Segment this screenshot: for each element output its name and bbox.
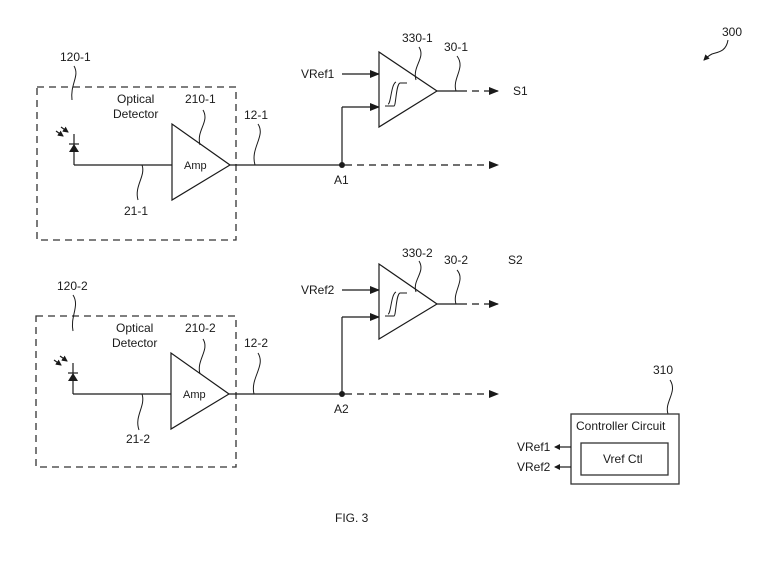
- comp-out-ref-leader: [454, 269, 461, 305]
- photodiode-icon: [53, 355, 78, 394]
- channel-1: 120-1 Optical Detector 21-1 Amp 210-1 12…: [36, 31, 528, 241]
- controller-vref2-label: VRef2: [517, 460, 551, 474]
- amp-label: Amp: [184, 160, 207, 172]
- comp-out-ref-leader: [454, 55, 461, 92]
- comparator: [378, 50, 439, 129]
- input-ref: 21-2: [126, 432, 150, 446]
- output-ref: 12-2: [244, 336, 268, 350]
- hysteresis-icon-inner: [387, 81, 397, 105]
- figure-ref-arrow-icon: [703, 39, 729, 61]
- vref-label: VRef2: [301, 283, 335, 297]
- hysteresis-icon: [385, 82, 407, 107]
- signal-label: S2: [508, 253, 523, 267]
- detector-label-line2: Detector: [113, 107, 158, 121]
- hysteresis-icon-inner: [387, 291, 397, 315]
- output-ref-leader: [253, 123, 261, 166]
- comp-out-ref: 30-2: [444, 253, 468, 267]
- signal-label: S1: [513, 84, 528, 98]
- comparator: [378, 262, 439, 341]
- input-ref-leader: [137, 393, 144, 431]
- hysteresis-icon: [385, 292, 407, 317]
- controller-ref-leader: [666, 379, 673, 415]
- optical-detector-box: [36, 86, 237, 241]
- comp-out-ref: 30-1: [444, 40, 468, 54]
- input-ref-leader: [136, 164, 144, 201]
- detector-label-line1: Optical: [117, 92, 154, 106]
- figure-ref-label: 300: [722, 25, 742, 39]
- detector-label-line2: Detector: [112, 336, 157, 350]
- amplifier: [171, 122, 232, 202]
- amp-ref-leader: [198, 109, 206, 146]
- comparator-ref-leader: [414, 260, 422, 293]
- output-ref: 12-1: [244, 108, 268, 122]
- node-label: A2: [334, 402, 349, 416]
- comparator-ref-leader: [414, 46, 422, 81]
- amp-label: Amp: [183, 389, 206, 401]
- comparator-ref: 330-1: [402, 31, 433, 45]
- detector-ref-leader: [71, 294, 77, 332]
- output-ref-leader: [252, 352, 261, 395]
- photodiode-icon: [55, 126, 79, 165]
- amp-ref: 210-1: [185, 92, 216, 106]
- figure-caption: FIG. 3: [335, 511, 369, 525]
- controller-vref1-label: VRef1: [517, 440, 551, 454]
- optical-detector-box: [35, 315, 237, 468]
- comparator-ref: 330-2: [402, 246, 433, 260]
- channel-2: 120-2 Optical Detector 21-2 Amp 210-2 12…: [35, 246, 523, 468]
- vref-label: VRef1: [301, 67, 335, 81]
- node-label: A1: [334, 173, 349, 187]
- detector-label-line1: Optical: [116, 321, 153, 335]
- controller-circuit: 310 Controller Circuit Vref Ctl VRef1 VR…: [517, 363, 680, 485]
- input-ref: 21-1: [124, 204, 148, 218]
- controller-ref: 310: [653, 363, 673, 377]
- detector-ref-leader: [71, 65, 77, 101]
- detector-ref: 120-1: [60, 50, 91, 64]
- detector-ref: 120-2: [57, 279, 88, 293]
- amp-ref-leader: [198, 338, 206, 375]
- controller-title: Controller Circuit: [576, 419, 666, 433]
- vref-ctl-label: Vref Ctl: [603, 452, 643, 466]
- figure-ref: 300: [703, 25, 742, 61]
- vref-ctl-box: [580, 442, 669, 476]
- amp-ref: 210-2: [185, 321, 216, 335]
